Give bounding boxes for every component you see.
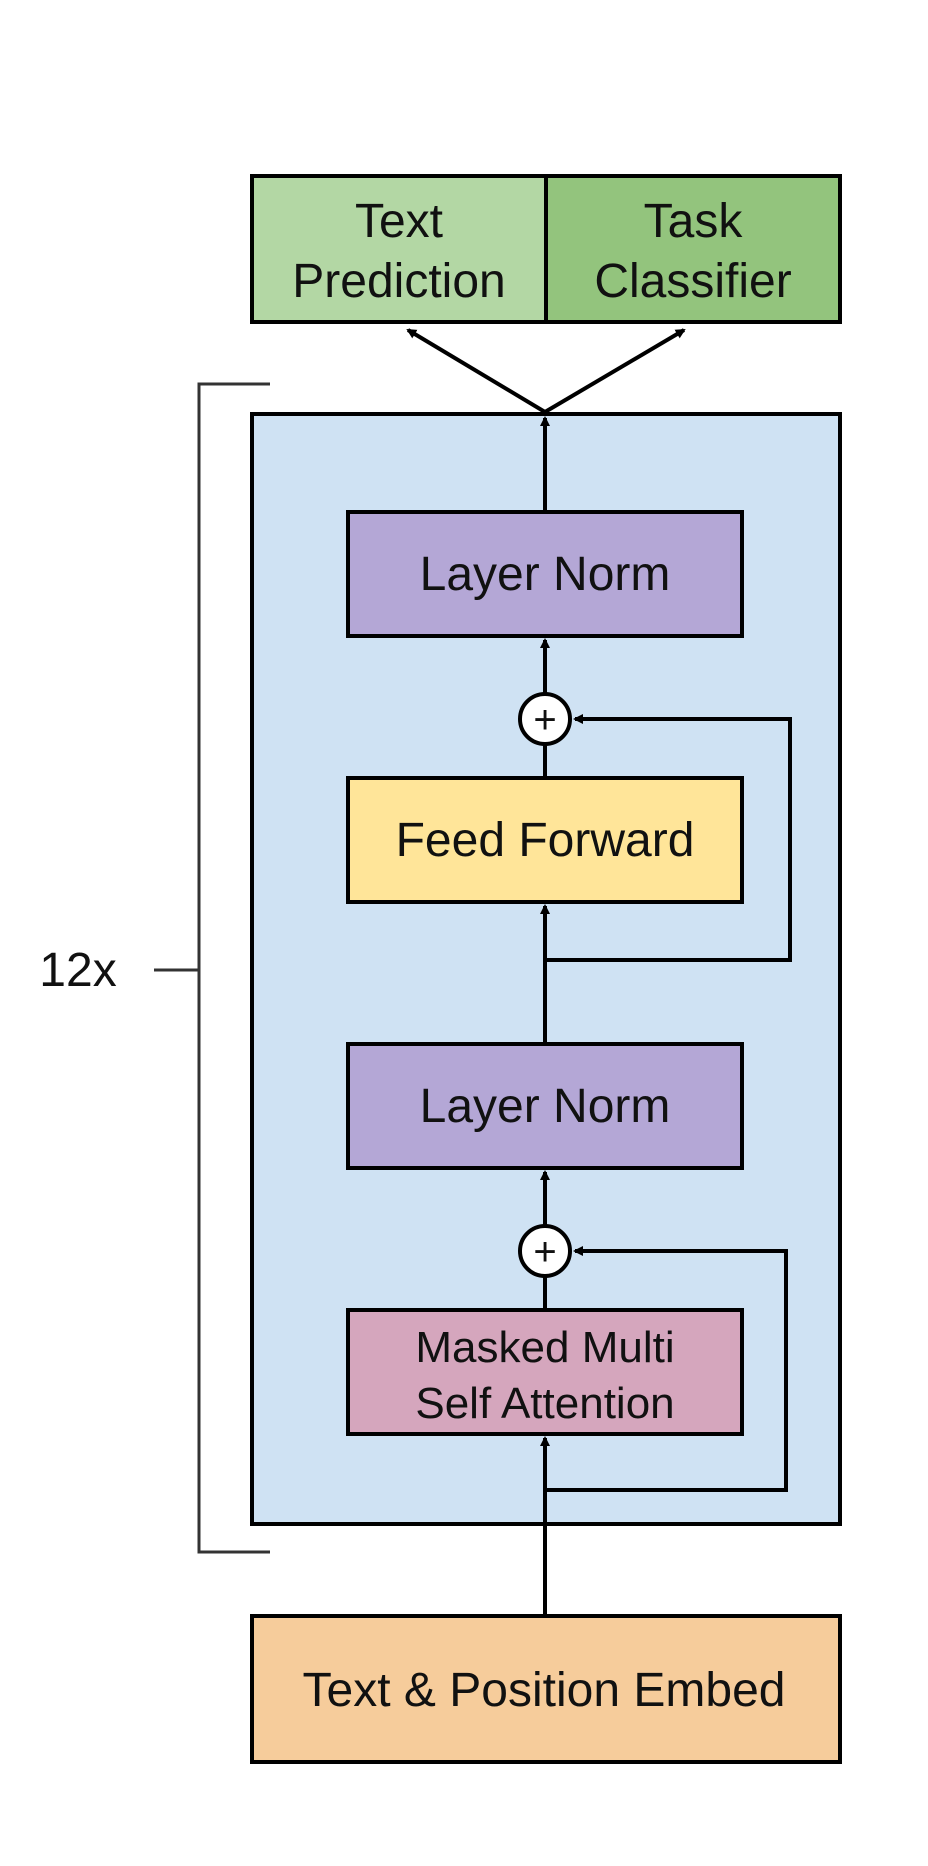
task-classifier-label-line1: Task	[644, 195, 744, 248]
feed-forward-box	[346, 776, 744, 904]
plus-icon: +	[533, 1230, 556, 1274]
plus-icon: +	[533, 698, 556, 742]
layer-norm-top-box	[346, 510, 744, 638]
residual-connection-attention	[545, 1246, 788, 1492]
masked-self-attention-label-line2: Self Attention	[415, 1379, 674, 1428]
text-position-embed-label: Text & Position Embed	[303, 1664, 786, 1717]
repeat-count-label: 12x	[39, 944, 116, 997]
repeat-bracket	[197, 382, 270, 1554]
text-position-embed-box	[250, 1614, 842, 1764]
task-classifier-head	[544, 174, 842, 324]
text-prediction-label-line1: Text	[355, 195, 443, 248]
task-classifier-label-line2: Classifier	[594, 255, 791, 308]
output-to-text-prediction-arrow	[406, 328, 547, 414]
layer-norm-top-label: Layer Norm	[420, 548, 671, 601]
residual-connection-feedforward	[545, 714, 792, 962]
layer-norm-bottom-label: Layer Norm	[420, 1080, 671, 1133]
text-prediction-head	[250, 174, 548, 324]
add-node-top: +	[518, 692, 572, 746]
masked-self-attention-box	[346, 1308, 744, 1436]
output-to-task-classifier-arrow	[543, 328, 686, 414]
add-node-bottom: +	[518, 1224, 572, 1278]
masked-self-attention-label-line1: Masked Multi	[415, 1323, 674, 1372]
layer-norm-bottom-box	[346, 1042, 744, 1170]
feed-forward-label: Feed Forward	[396, 814, 695, 867]
text-prediction-label-line2: Prediction	[292, 255, 505, 308]
